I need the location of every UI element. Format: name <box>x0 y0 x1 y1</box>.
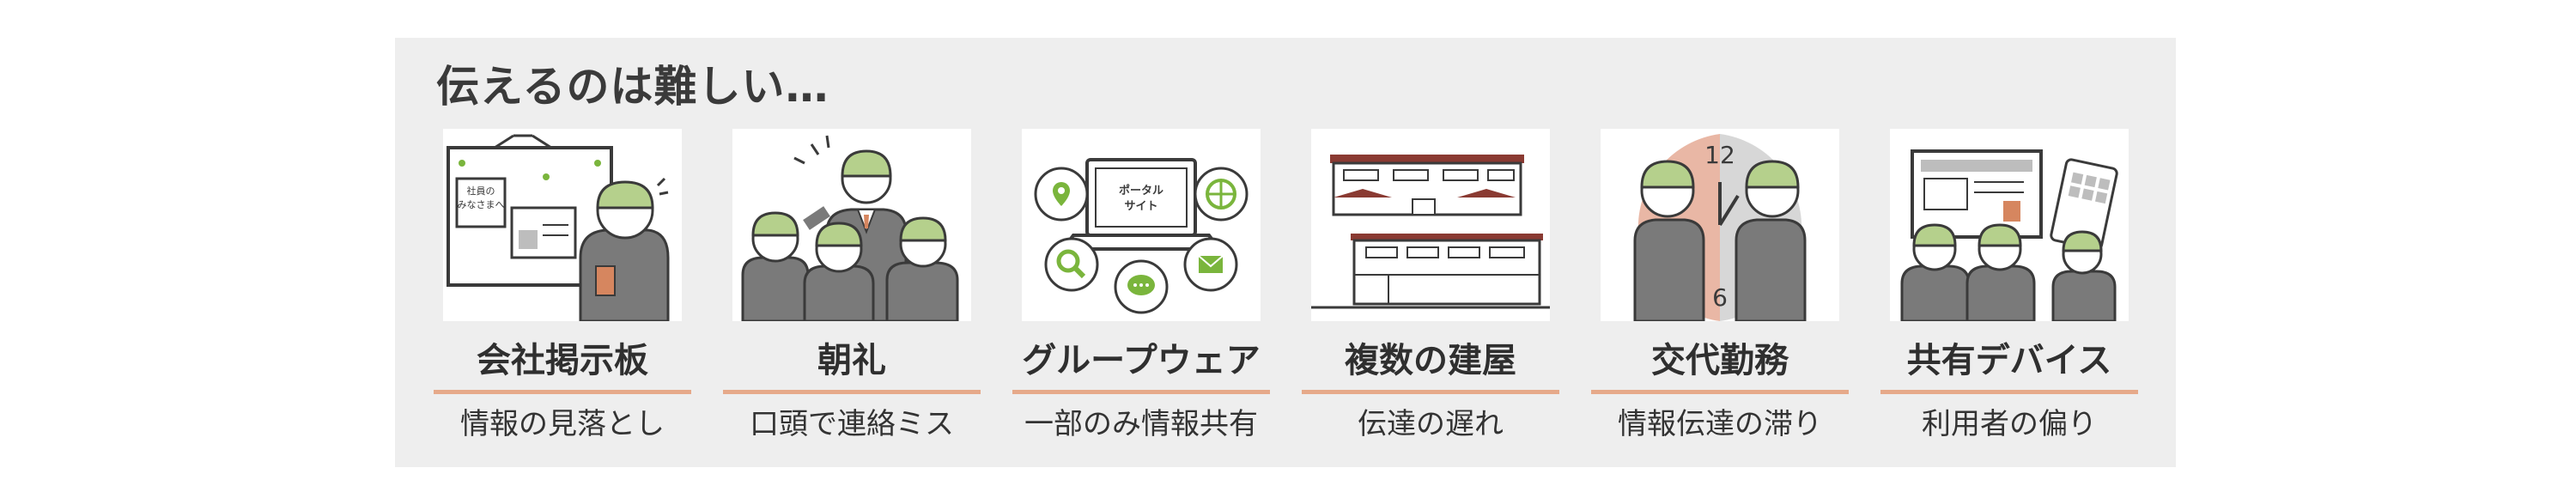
card-shared-device: 共有デバイス 利用者の偏り <box>1880 129 2138 450</box>
card-caption: 利用者の偏り <box>1922 407 2097 441</box>
card-groupware: ポータル サイト グループウェア 一部のみ情報 <box>1012 129 1270 450</box>
card-title: 共有デバイス <box>1906 341 2112 380</box>
card-divider <box>1012 390 1270 394</box>
notice-text-1: 社員の <box>467 185 495 197</box>
clock-12-label: 12 <box>1704 141 1735 169</box>
card-caption: 口頭で連絡ミス <box>750 407 954 441</box>
notice-text-2: みなさまへ <box>458 199 505 210</box>
card-bulletin-board: 社員の みなさまへ 会社掲示板 情報の見落とし <box>434 129 691 450</box>
panel-title: 伝えるのは難しい… <box>436 62 829 112</box>
clock-6-label: 6 <box>1712 283 1728 312</box>
card-caption: 伝達の遅れ <box>1358 407 1504 441</box>
card-title: 朝礼 <box>817 341 886 380</box>
card-caption: 情報の見落とし <box>460 407 665 441</box>
morning-meeting-icon <box>732 129 971 321</box>
card-divider <box>434 390 691 394</box>
bulletin-board-icon: 社員の みなさまへ <box>443 129 682 321</box>
card-divider <box>1880 390 2138 394</box>
shared-device-icon <box>1890 129 2129 321</box>
card-divider <box>1591 390 1849 394</box>
shift-work-icon: 12 6 <box>1601 129 1839 321</box>
buildings-icon <box>1311 129 1550 321</box>
card-caption: 情報伝達の滞り <box>1618 407 1822 441</box>
card-buildings: 複数の建屋 伝達の遅れ <box>1302 129 1559 450</box>
card-caption: 一部のみ情報共有 <box>1024 407 1258 441</box>
card-title: 会社掲示板 <box>477 341 648 380</box>
laptop-text-2: サイト <box>1124 200 1157 213</box>
laptop-text-1: ポータル <box>1119 184 1163 197</box>
groupware-icon: ポータル サイト <box>1022 129 1261 321</box>
card-title: グループウェア <box>1022 341 1261 380</box>
card-divider <box>723 390 981 394</box>
card-morning-meeting: 朝礼 口頭で連絡ミス <box>723 129 981 450</box>
card-divider <box>1302 390 1559 394</box>
card-title: 交代勤務 <box>1651 341 1789 380</box>
problems-panel: 伝えるのは難しい… 社員の みなさまへ <box>395 38 2176 467</box>
card-shift-work: 12 6 交代勤務 情報伝達の滞り <box>1591 129 1849 450</box>
card-title: 複数の建屋 <box>1345 341 1516 380</box>
